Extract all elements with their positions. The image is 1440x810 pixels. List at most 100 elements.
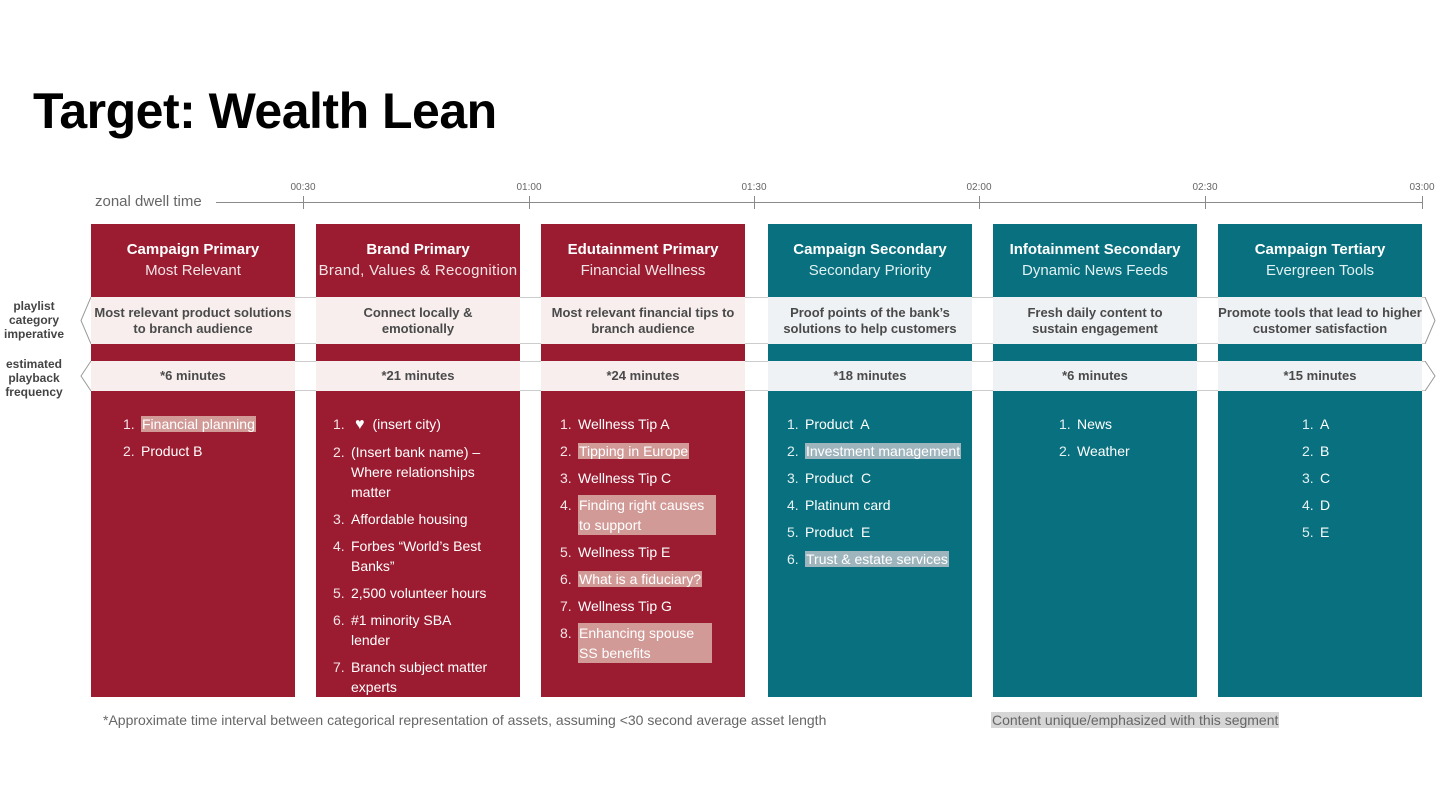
list-item: 4. Platinum card <box>787 495 972 515</box>
item-text: A <box>1320 416 1330 432</box>
item-text: Forbes “World’s Best Banks” <box>351 538 482 574</box>
tick-label: 03:00 <box>1409 182 1435 193</box>
item-number: 6. <box>560 571 572 587</box>
item-text: (Insert bank name) – Where relationships… <box>351 444 481 500</box>
item-number: 3. <box>787 470 799 486</box>
asset-list: 1.A 2.B 3.C 4.D 5.E <box>1302 414 1382 549</box>
item-text: B <box>1320 443 1330 459</box>
column-campaign-primary: Campaign Primary Most Relevant 1. Financi… <box>91 224 295 697</box>
list-item: 5.Product E <box>787 522 972 542</box>
column-title: Campaign Primary <box>126 241 260 258</box>
imperative-cell: Promote tools that lead to higher custom… <box>1218 297 1422 344</box>
item-text: Platinum card <box>805 497 891 513</box>
item-text: Product E <box>805 524 871 540</box>
column-header: Brand Primary Brand, Values & Recognitio… <box>316 240 520 282</box>
column-title: Campaign Secondary <box>793 241 947 258</box>
axis-tick <box>529 196 530 209</box>
frequency-cell: *18 minutes <box>768 361 972 391</box>
list-item: 6.Trust & estate services <box>787 549 972 569</box>
item-text: (insert city) <box>372 416 441 432</box>
list-item: 2.Investment management <box>787 441 972 461</box>
axis-label: zonal dwell time <box>95 193 202 210</box>
imperative-cell: Most relevant product solutions to branc… <box>91 297 295 344</box>
item-text-highlighted: What is a fiduciary? <box>578 571 703 587</box>
item-text: Branch subject matter experts <box>351 659 488 695</box>
column-subtitle: Most Relevant <box>145 262 241 279</box>
imperative-cell: Fresh daily content to sustain engagemen… <box>993 297 1197 344</box>
item-number: 2. <box>560 443 572 459</box>
column-header: Campaign Secondary Secondary Priority <box>768 240 972 282</box>
item-number: 3. <box>1302 470 1314 486</box>
column-title: Brand Primary <box>366 241 470 258</box>
list-item: 5. Wellness Tip E <box>560 542 720 562</box>
list-item: 1. Wellness Tip A <box>560 414 720 434</box>
imperative-band: Most relevant product solutions to branc… <box>80 297 1436 344</box>
item-text-highlighted: Trust & estate services <box>805 551 949 567</box>
item-number: 2. <box>1302 443 1314 459</box>
column-title: Edutainment Primary <box>567 241 719 258</box>
list-item: 3.Product C <box>787 468 972 488</box>
item-number: 2. <box>787 443 799 459</box>
item-number: 1. <box>1302 416 1314 432</box>
page-title: Target: Wealth Lean <box>33 83 497 139</box>
list-item: 1. A <box>1302 414 1382 434</box>
column-campaign-tertiary: Campaign Tertiary Evergreen Tools 1. A 2.… <box>1218 224 1422 697</box>
list-item: 7. Branch subject matter experts <box>333 657 493 697</box>
item-text: D <box>1320 497 1331 513</box>
item-number: 2. <box>333 444 345 460</box>
item-text: Wellness Tip E <box>578 544 671 560</box>
list-item: 1. Financial planning <box>123 414 283 434</box>
item-number: 1. <box>333 416 345 432</box>
frequency-cell: *21 minutes <box>316 361 520 391</box>
item-number: 3. <box>333 511 345 527</box>
item-text: Affordable housing <box>351 511 468 527</box>
item-text: Product A <box>805 416 870 432</box>
column-title: Infotainment Secondary <box>1009 241 1181 258</box>
column-subtitle: Dynamic News Feeds <box>1022 262 1168 279</box>
list-item: 6.#1 minority SBA lender <box>333 610 493 650</box>
list-item: 2. Tipping in Europe <box>560 441 720 461</box>
frequency-cell: *15 minutes <box>1218 361 1422 391</box>
item-text: Wellness Tip C <box>578 470 672 486</box>
list-item: 3.C <box>1302 468 1382 488</box>
column-subtitle: Evergreen Tools <box>1265 262 1375 279</box>
column-subtitle: Financial Wellness <box>580 262 706 279</box>
column-campaign-secondary: Campaign Secondary Secondary Priority 1.… <box>768 224 972 697</box>
axis-tick <box>1205 196 1206 209</box>
item-number: 4. <box>787 497 799 513</box>
item-text-highlighted: Financial planning <box>141 416 256 432</box>
row-label-text: estimated playback frequency <box>5 357 63 399</box>
column-subtitle: Brand, Values & Recognition <box>318 262 518 279</box>
column-header: Campaign Tertiary Evergreen Tools <box>1218 240 1422 282</box>
footnote: *Approximate time interval between categ… <box>103 712 827 728</box>
column-infotainment-secondary: Infotainment Secondary Dynamic News Feed… <box>993 224 1197 697</box>
list-item: 6. What is a fiduciary? <box>560 569 720 589</box>
asset-list: 1. ♥ (insert city) 2. (Insert bank name) – … <box>333 414 493 704</box>
asset-list: 1.Wellness Tip A 2.Tipping in Europe 3.W… <box>560 414 720 670</box>
item-number: 1. <box>560 416 572 432</box>
tick-label: 02:00 <box>966 182 992 193</box>
imperative-cell: Connect locally & emotionally <box>316 297 520 344</box>
column-title: Campaign Tertiary <box>1254 241 1386 258</box>
axis-tick <box>1422 196 1423 209</box>
frequency-cell: *6 minutes <box>993 361 1197 391</box>
list-item: 2. (Insert bank name) – Where relationshi… <box>333 442 493 502</box>
item-text-highlighted: Tipping in Europe <box>578 443 690 459</box>
item-number: 7. <box>333 659 345 675</box>
item-number: 8. <box>560 625 572 641</box>
item-number: 5. <box>333 585 345 601</box>
item-text-highlighted: Finding right causes to support <box>578 495 716 535</box>
item-text-highlighted: Enhancing spouse SS benefits <box>578 623 712 663</box>
item-number: 1. <box>123 416 135 432</box>
frequency-cell: *6 minutes <box>91 361 295 391</box>
list-item: 7.Wellness Tip G <box>560 596 720 616</box>
item-number: 1. <box>1059 416 1071 432</box>
list-item: 1.News <box>1059 414 1189 434</box>
axis-line <box>216 202 1423 203</box>
column-subtitle: Secondary Priority <box>808 262 932 279</box>
item-text: Wellness Tip A <box>578 416 670 432</box>
item-text: Product B <box>141 443 203 459</box>
item-number: 5. <box>560 544 572 560</box>
heart-icon: ♥ <box>355 416 365 433</box>
list-item: 3. Affordable housing <box>333 509 493 529</box>
